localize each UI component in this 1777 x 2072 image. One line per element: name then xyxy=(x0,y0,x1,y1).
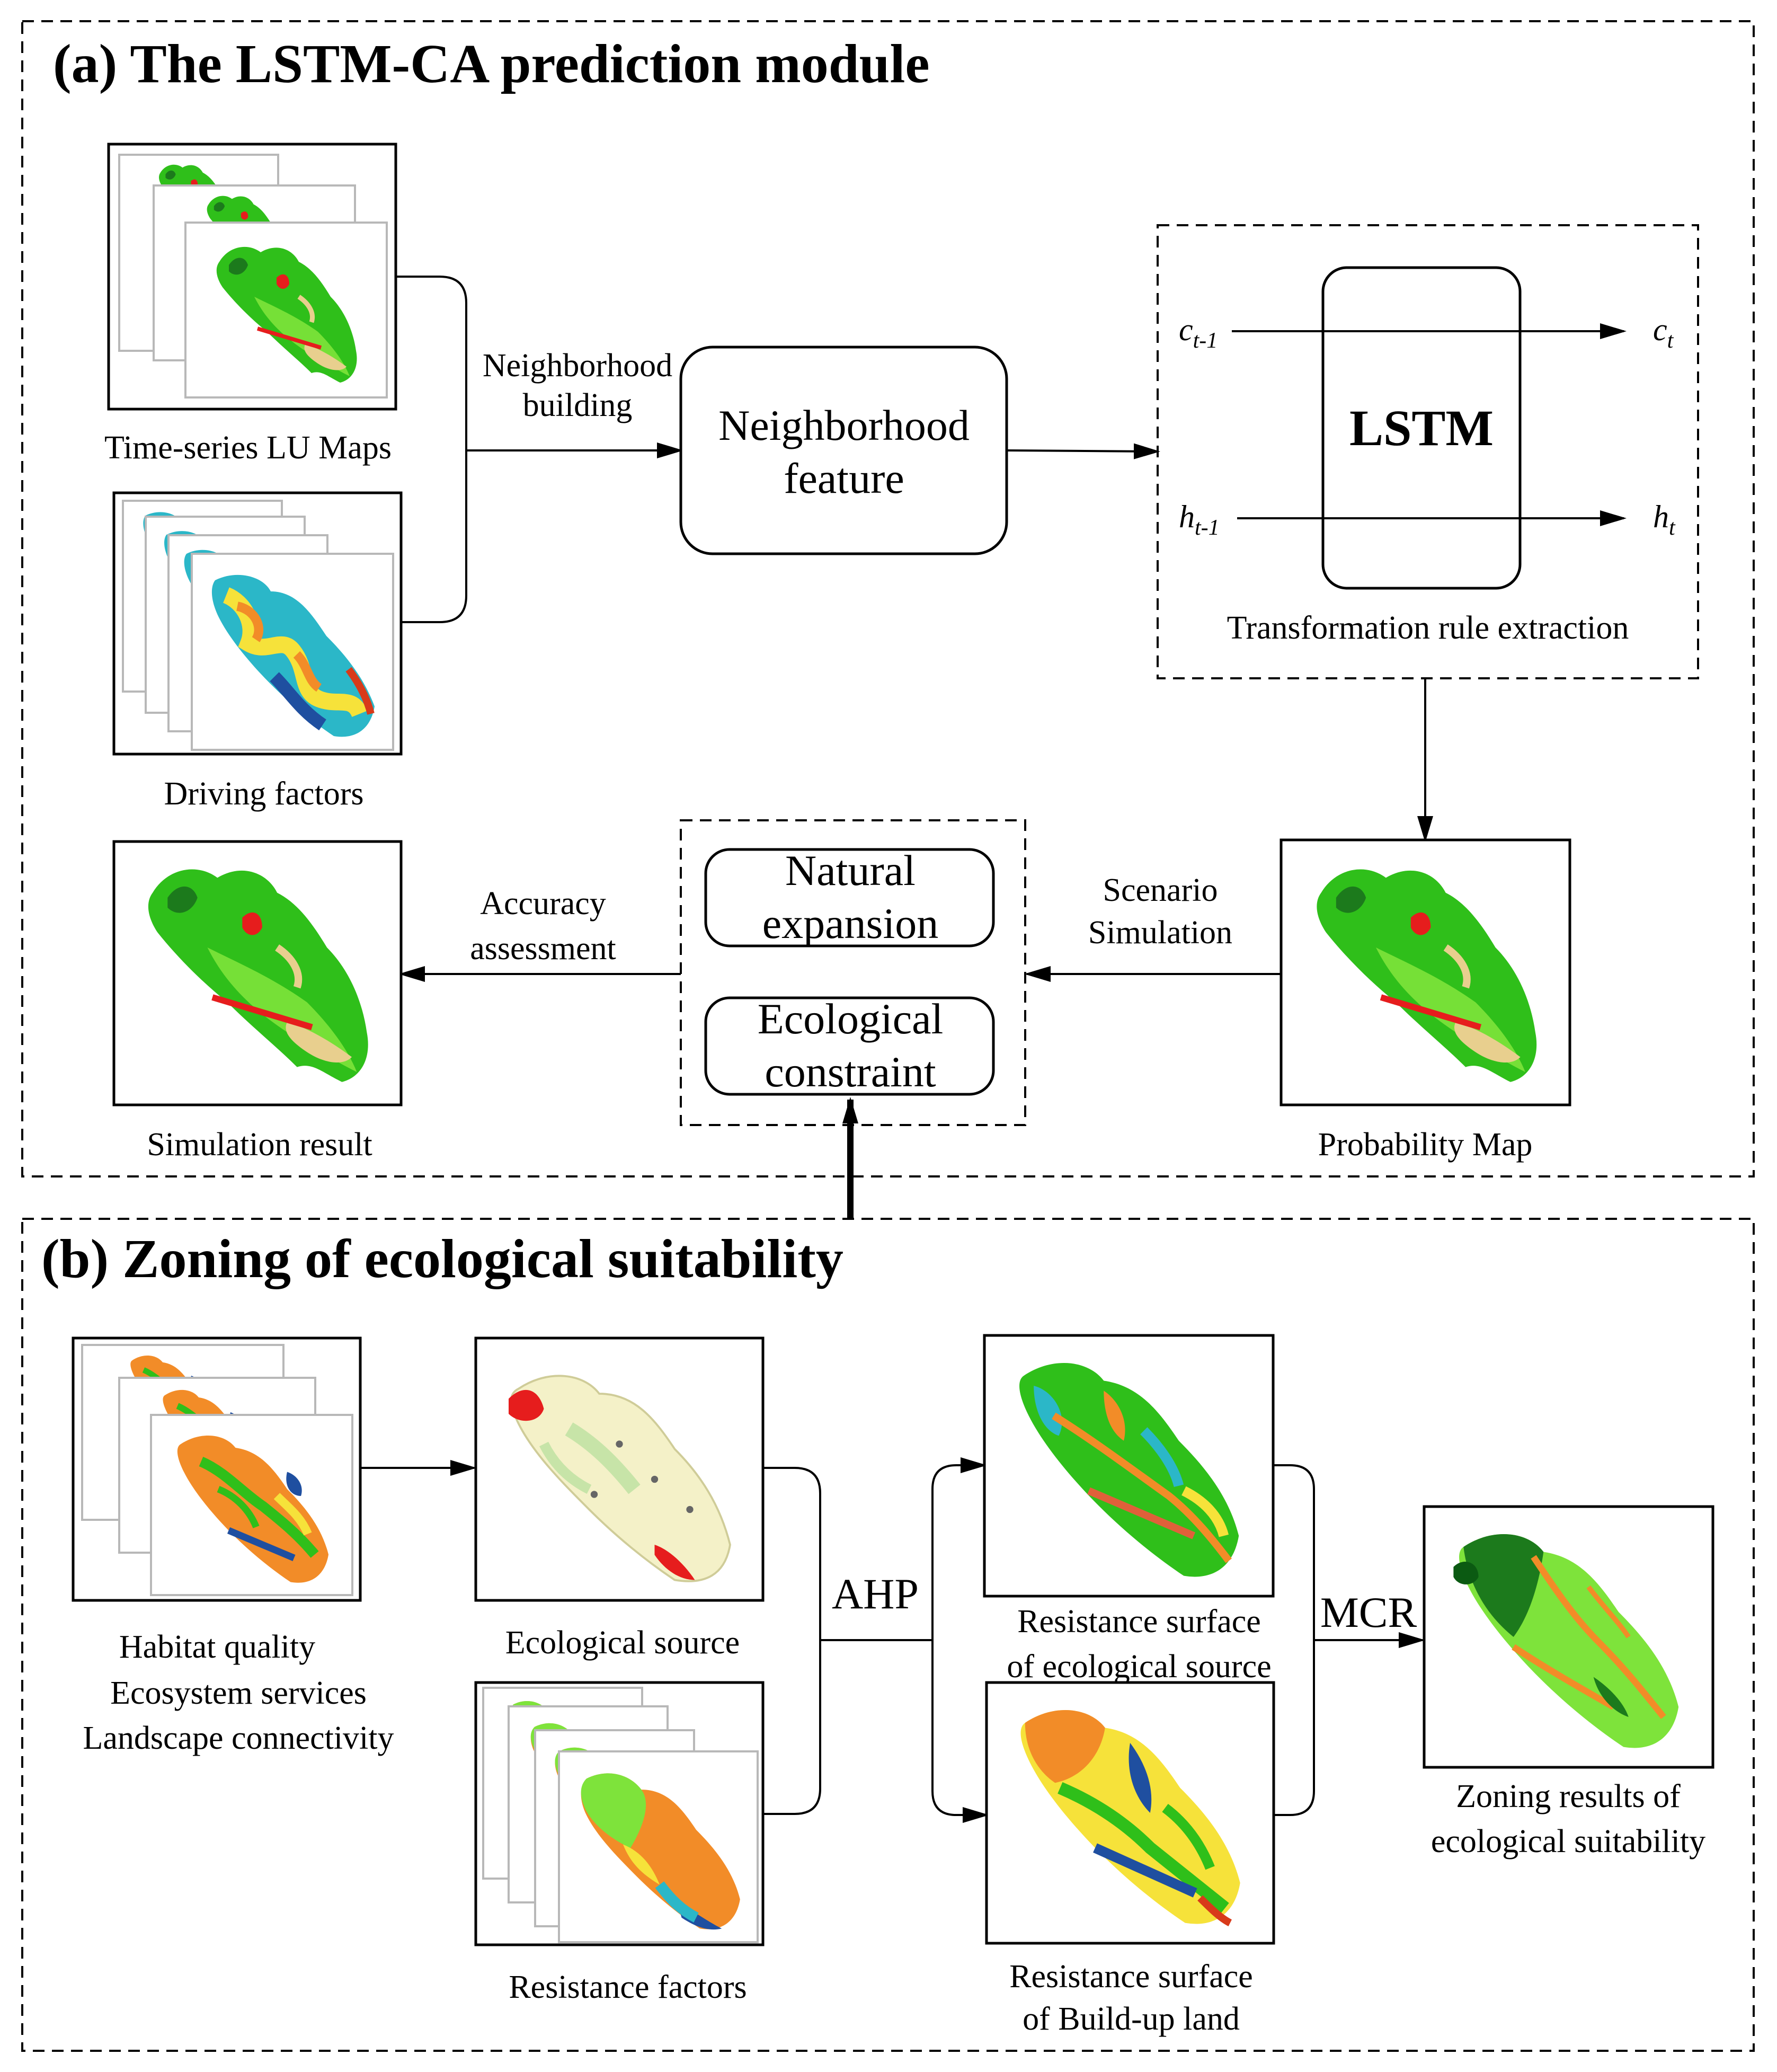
c-prev-label: ct-1 xyxy=(1179,312,1218,353)
neighborhood-building-label-2: building xyxy=(523,387,633,423)
accuracy-label-1: Accuracy xyxy=(480,886,606,922)
res-build-label-1: Resistance surface xyxy=(1009,1959,1253,1995)
panel-a-frame xyxy=(21,20,1755,1177)
habitat-label-3: Landscape connectivity xyxy=(83,1720,394,1756)
probability-map-label: Probability Map xyxy=(1318,1127,1533,1163)
lu-maps-label: Time-series LU Maps xyxy=(104,430,392,466)
rule-extraction-label: Transformation rule extraction xyxy=(1227,610,1629,646)
feature-to-lstm-arrow xyxy=(1006,443,1160,459)
res-source-label-1: Resistance surface xyxy=(1017,1604,1261,1640)
res-source-label-2: of ecological source xyxy=(1007,1649,1271,1685)
c-t-label: ct xyxy=(1653,312,1674,353)
neighborhood-feature-label-2: feature xyxy=(784,454,904,502)
habitat-label-2: Ecosystem services xyxy=(110,1675,367,1711)
res-build-label-2: of Build-up land xyxy=(1023,2001,1240,2037)
zoning-label-2: ecological suitability xyxy=(1431,1823,1705,1860)
ecological-constraint-box xyxy=(704,996,995,1096)
resistance-factors-label: Resistance factors xyxy=(509,1969,747,2005)
lstm-cell xyxy=(1321,266,1522,590)
ecological-constraint-label-2: constraint xyxy=(765,1048,936,1096)
ahp-to-build-surface-arrow xyxy=(931,1640,989,1823)
panel-b: (b) Zoning of ecological suitability Hab… xyxy=(21,1218,1755,2052)
ahp-to-source-surface-arrow xyxy=(931,1457,987,1640)
neighborhood-building-label-1: Neighborhood xyxy=(483,348,672,384)
scenario-label-1: Scenario xyxy=(1103,872,1218,908)
neighborhood-feature-box xyxy=(679,346,1008,555)
panel-a-title: (a) The LSTM-CA prediction module xyxy=(53,33,930,94)
mcr-label: MCR xyxy=(1320,1588,1417,1636)
habitat-label-1: Habitat quality xyxy=(119,1629,315,1665)
panel-a: (a) The LSTM-CA prediction module Time-s… xyxy=(21,20,1755,1177)
lstm-label: LSTM xyxy=(1349,400,1494,456)
lu-maps-stack xyxy=(107,143,397,411)
natural-expansion-box xyxy=(704,848,995,948)
mcr-bracket xyxy=(1273,1464,1315,1816)
ecological-source-label: Ecological source xyxy=(505,1625,740,1661)
neighborhood-feature-label-1: Neighborhood xyxy=(718,401,970,449)
panel-b-frame xyxy=(21,1218,1755,2052)
ahp-bracket xyxy=(763,1467,821,1815)
rule-extraction-frame xyxy=(1157,224,1699,679)
resistance-factors-stack xyxy=(474,1681,765,1946)
input-merge-bracket xyxy=(396,276,467,623)
natural-expansion-label-1: Natural xyxy=(785,846,916,895)
ecological-constraint-label-1: Ecological xyxy=(758,995,944,1043)
h-prev-label: ht-1 xyxy=(1179,499,1220,540)
driving-factors-label: Driving factors xyxy=(164,776,363,812)
panel-b-title: (b) Zoning of ecological suitability xyxy=(41,1228,843,1289)
simulation-label: Simulation result xyxy=(147,1127,372,1163)
driving-factors-stack xyxy=(112,491,403,756)
h-t-label: ht xyxy=(1653,499,1676,540)
habitat-stack xyxy=(72,1336,362,1602)
zoning-label-1: Zoning results of xyxy=(1456,1778,1681,1814)
accuracy-label-2: assessment xyxy=(470,931,616,967)
natural-expansion-label-2: expansion xyxy=(762,899,938,948)
ahp-label: AHP xyxy=(832,1570,919,1618)
scenario-label-2: Simulation xyxy=(1088,915,1232,951)
